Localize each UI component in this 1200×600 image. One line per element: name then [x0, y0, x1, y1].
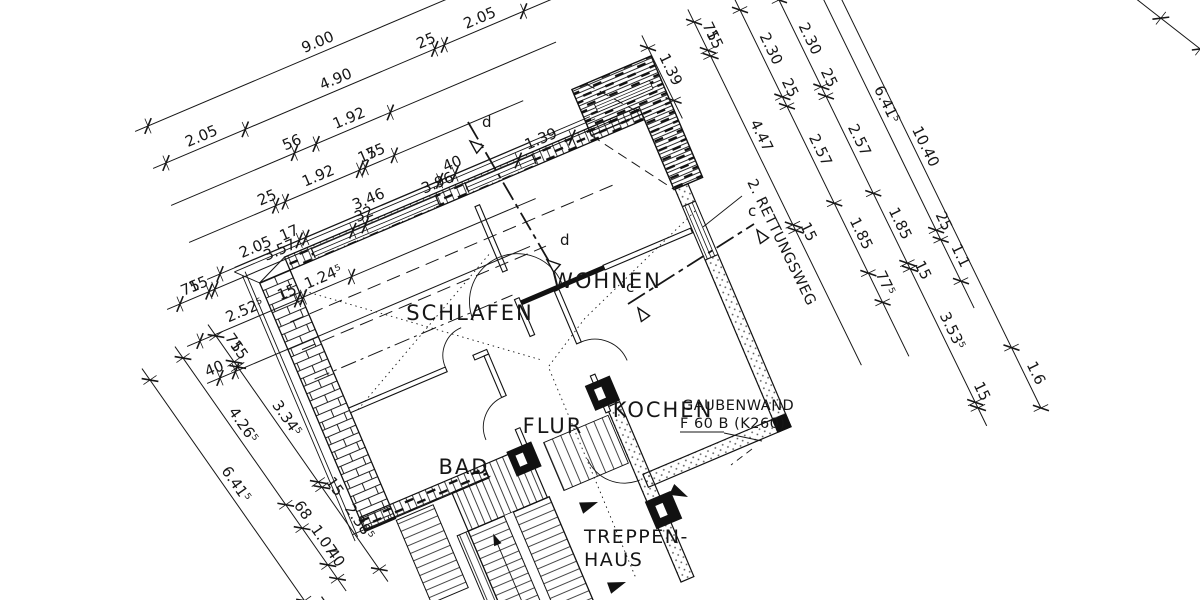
room-label-treppenhaus-1: TREPPEN- [583, 526, 689, 548]
section-letter-c1: c [626, 278, 634, 296]
section-arrow-d2 [545, 258, 562, 274]
roof-slope-dashed-lines [290, 83, 675, 380]
dormer-block [570, 54, 704, 191]
room-label-bad: BAD [439, 455, 490, 479]
section-line-c [627, 223, 770, 323]
section-letter-d1: d [482, 113, 492, 131]
section-arrow-c2 [755, 228, 770, 245]
window-wohnen [464, 153, 537, 193]
stairwell-walls [543, 400, 695, 583]
room-label-treppenhaus-2: HAUS [584, 549, 643, 571]
escape-arrow [607, 582, 626, 594]
section-letter-d2: d [560, 231, 570, 249]
exterior-stair-west [395, 504, 469, 600]
escape-arrow [669, 483, 688, 497]
room-label-wohnen: WOHNEN [552, 269, 662, 293]
loadbearing-wall-poche [520, 265, 606, 306]
room-label-kochen: KOCHEN [613, 398, 714, 422]
room-label-schlafen: SCHLAFEN [406, 301, 533, 325]
section-letter-c2: c [748, 202, 756, 220]
escape-route-arrows [579, 483, 688, 594]
dormer-walls-south-east [642, 182, 792, 489]
main-staircase [456, 495, 601, 600]
section-arrow-c1 [636, 306, 651, 323]
escape-route-dotted-lines [304, 210, 696, 580]
dim-label: 70 [309, 593, 335, 600]
dormer-wall-label-2: F 60 B (K260) [680, 416, 786, 432]
annotation-leaders [702, 195, 763, 466]
door-arcs [442, 253, 641, 484]
section-arrow-d1 [468, 139, 485, 155]
window-east [682, 200, 718, 261]
section-line-d [467, 121, 562, 274]
room-label-flur: FLUR [523, 414, 584, 438]
north-wall [283, 105, 646, 271]
west-wall [258, 256, 397, 533]
dim-chain [1100, 0, 1200, 86]
chimney-blocks [506, 375, 683, 530]
escape-arrow [579, 502, 598, 514]
building-plan [234, 54, 792, 600]
dormer-wall-label-1: GAUBENWAND [682, 398, 794, 414]
interior-partitions [347, 204, 694, 462]
window-schlafen [310, 194, 441, 259]
